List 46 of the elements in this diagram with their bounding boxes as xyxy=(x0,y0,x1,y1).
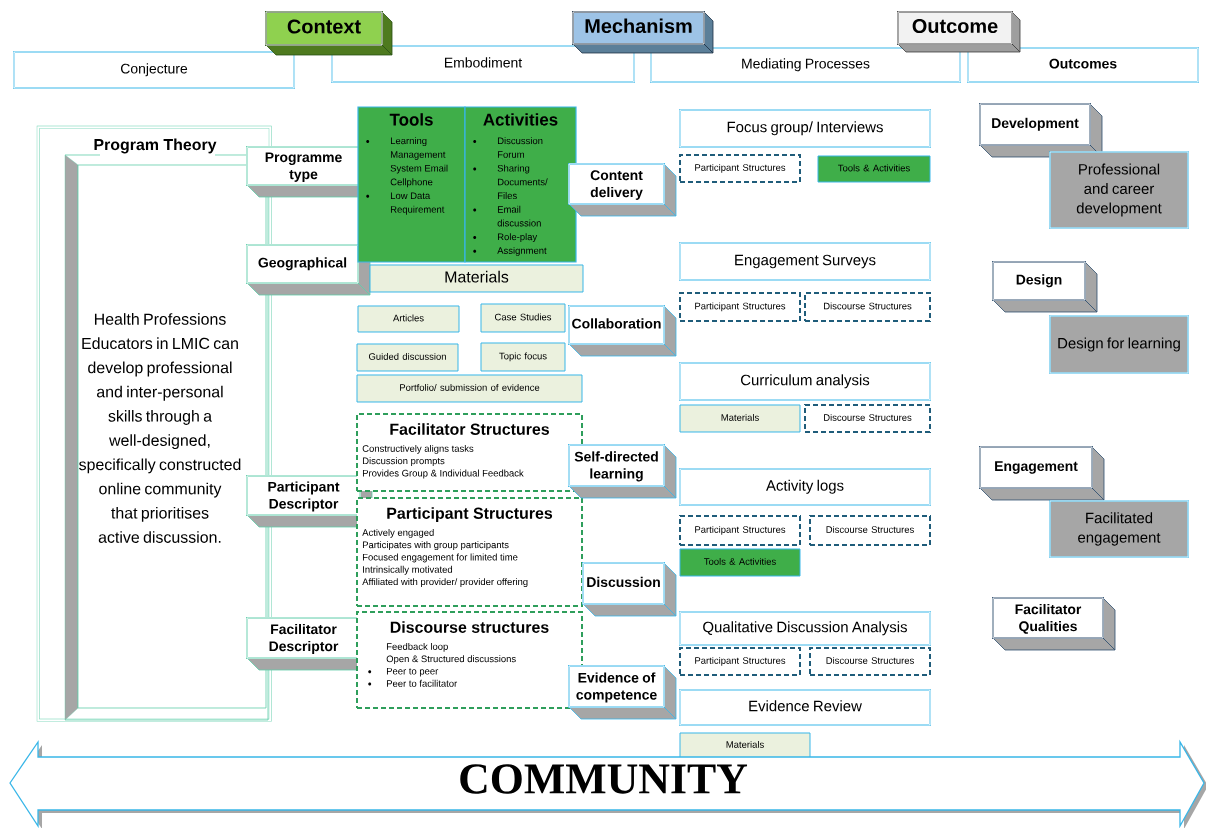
heading-band: Outcomes xyxy=(967,47,1199,83)
tag-box: Discourse Structures xyxy=(809,647,931,676)
tag-box: Tools & Activities xyxy=(817,155,931,183)
label-block: Facilitator Descriptor xyxy=(246,617,373,671)
label-block: Self-directed learning xyxy=(568,444,677,499)
material-box: Topic focus xyxy=(480,342,566,372)
label-block: Engagement xyxy=(979,446,1105,501)
header-block: Context xyxy=(265,11,393,56)
tag-box: Participant Structures xyxy=(679,515,801,546)
label-block: Content delivery xyxy=(568,163,677,217)
label-block: Development xyxy=(979,103,1103,158)
tag-box: Materials xyxy=(679,404,801,433)
heading-band: Embodiment xyxy=(331,45,635,83)
outcome-box: Design for learning xyxy=(1049,315,1189,374)
tag-box: Participant Structures xyxy=(679,647,801,676)
label-block: Facilitator Qualities xyxy=(992,597,1116,651)
tag-box: Discourse Structures xyxy=(804,292,931,322)
tag-box: Materials xyxy=(679,732,811,759)
label-block: Design xyxy=(992,261,1098,313)
material-box: Case Studies xyxy=(480,303,566,333)
header-block: Mechanism xyxy=(572,11,714,54)
list-box: Tools Learning Management System Email Cellphone Low Data Requirement xyxy=(357,106,466,263)
heading-band: Mediating Processes xyxy=(650,47,961,83)
method-box: Curriculum analysis xyxy=(679,362,931,401)
label-block: Geographical xyxy=(246,244,371,296)
label-block: Discussion xyxy=(582,562,677,617)
material-box: Guided discussion xyxy=(356,343,459,372)
tag-box: Participant Structures xyxy=(679,292,801,322)
tag-box: Discourse Structures xyxy=(804,404,931,433)
label-block: Programme type xyxy=(246,146,373,198)
method-box: Evidence Review xyxy=(679,689,931,726)
material-box: Portfolio/ submission of evidence xyxy=(356,374,583,403)
structure-box: Participant Structures Actively engaged Participates with group participants Focused engagement for limited time Intrinsically motivated Affiliated with provider/ provider offering xyxy=(356,497,583,607)
heading-band: Conjecture xyxy=(13,51,295,89)
method-box: Focus group/ Interviews xyxy=(679,109,931,148)
tag-box: Participant Structures xyxy=(679,154,801,183)
material-box: Articles xyxy=(357,305,460,333)
method-box: Engagement Surveys xyxy=(679,242,931,281)
tag-box: Tools & Activities xyxy=(679,548,801,577)
tag-box: Discourse Structures xyxy=(809,515,931,546)
label-block: Collaboration xyxy=(568,305,677,357)
material-box: Materials xyxy=(369,264,584,293)
header-block: Outcome xyxy=(897,11,1021,53)
label-block: Evidence of competence xyxy=(568,665,677,720)
method-box: Activity logs xyxy=(679,468,931,506)
list-box: Activities Discussion Forum Sharing Documents/ Files Email discussion Role-play Assignment xyxy=(464,106,577,263)
